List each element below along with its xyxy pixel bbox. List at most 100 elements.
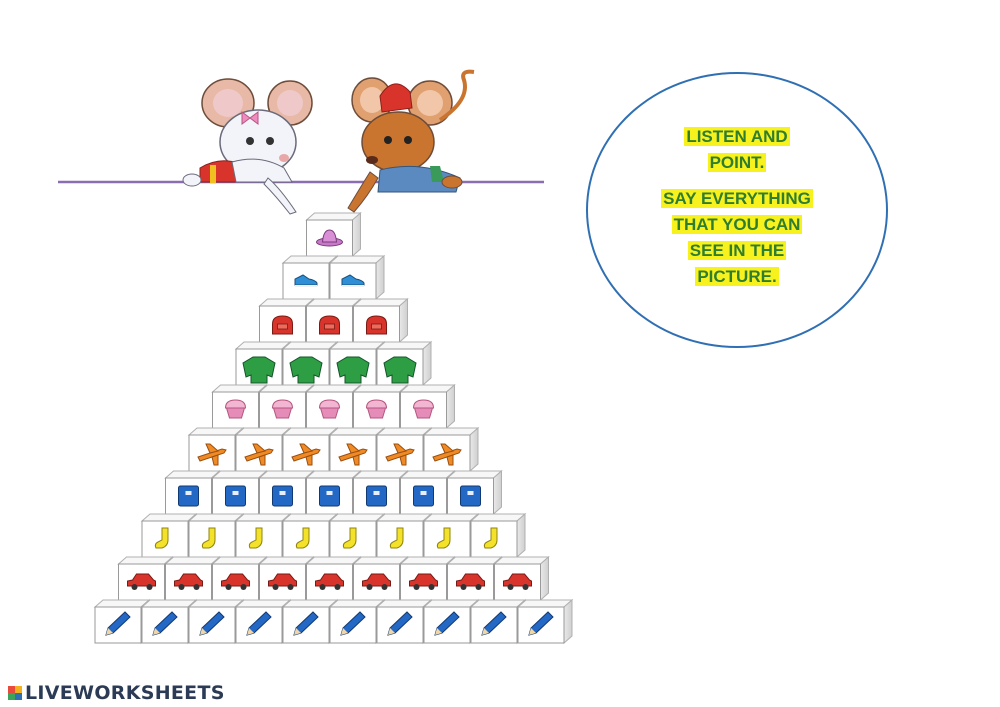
car-icon: [362, 573, 391, 590]
pyramid-block: [516, 598, 574, 645]
liveworksheets-logo: LIVEWORKSHEETS: [8, 682, 225, 704]
sock-icon: [248, 527, 263, 549]
instruction-line: THAT YOU CAN: [588, 212, 886, 238]
pyramid-block: [328, 512, 386, 559]
pyramid-block: [399, 555, 456, 602]
pencil-icon: [152, 611, 178, 636]
airplane-icon: [244, 443, 274, 466]
instructions-circle: LISTEN AND POINT. SAY EVERYTHING THAT YO…: [586, 72, 888, 348]
cupcake-icon: [318, 399, 341, 419]
instruction-line: PICTURE.: [588, 264, 886, 290]
instruction-text: SAY EVERYTHING: [661, 189, 813, 208]
pyramid-block: [469, 598, 527, 645]
pyramid-block: [375, 340, 433, 387]
book-icon: [178, 485, 199, 507]
hat-icon: [316, 229, 343, 247]
instruction-text: THAT YOU CAN: [671, 215, 803, 234]
pyramid-block: [446, 555, 503, 602]
airplane-icon: [291, 443, 321, 466]
book-icon: [413, 485, 434, 507]
pyramid-block: [328, 598, 386, 645]
cupcake-icon: [224, 399, 247, 419]
pyramid-block: [352, 469, 409, 516]
pyramid-block: [164, 555, 221, 602]
pyramid-block: [281, 426, 339, 473]
pyramid-block: [399, 469, 456, 516]
car-icon: [409, 573, 438, 590]
instruction-text: SEE IN THE: [687, 241, 787, 260]
shoe-icon: [294, 274, 318, 287]
car-icon: [268, 573, 297, 590]
car-icon: [315, 573, 344, 590]
pyramid-block: [305, 555, 362, 602]
airplane-icon: [197, 443, 227, 466]
sock-icon: [295, 527, 310, 549]
sweater-icon: [383, 356, 417, 384]
car-icon: [503, 573, 532, 590]
pyramid-block: [258, 297, 315, 344]
pyramid-block: [328, 254, 386, 301]
pyramid-block: [211, 383, 268, 430]
pyramid-block: [164, 469, 221, 516]
pyramid-block: [93, 598, 151, 645]
car-icon: [127, 573, 156, 590]
pyramid-block: [258, 555, 315, 602]
car-icon: [174, 573, 203, 590]
pyramid-block: [352, 555, 409, 602]
shoe-icon: [341, 274, 365, 287]
instruction-line: SEE IN THE: [588, 238, 886, 264]
sock-icon: [436, 527, 451, 549]
pyramid-block: [422, 512, 480, 559]
sock-icon: [389, 527, 404, 549]
pencil-icon: [246, 611, 272, 636]
sock-icon: [342, 527, 357, 549]
pyramid-block: [234, 426, 292, 473]
pyramid-block: [469, 512, 527, 559]
pencil-icon: [434, 611, 460, 636]
airplane-icon: [338, 443, 368, 466]
sock-icon: [483, 527, 498, 549]
book-icon: [225, 485, 246, 507]
pencil-icon: [481, 611, 507, 636]
cupcake-icon: [412, 399, 435, 419]
pyramid-block: [328, 426, 386, 473]
brown-mouse: [347, 69, 475, 213]
pyramid-block: [352, 297, 409, 344]
pyramid-block: [305, 297, 362, 344]
pyramid-block: [187, 512, 245, 559]
book-icon: [272, 485, 293, 507]
sweater-icon: [336, 356, 370, 384]
pyramid-block: [281, 254, 339, 301]
pencil-icon: [340, 611, 366, 636]
car-icon: [456, 573, 485, 590]
pyramid-block: [234, 340, 292, 387]
instruction-text: LISTEN AND: [684, 127, 790, 146]
pyramid-block: [281, 598, 339, 645]
car-icon: [221, 573, 250, 590]
pyramid-block: [140, 512, 198, 559]
instruction-line: POINT.: [588, 150, 886, 176]
logo-icon: [8, 686, 22, 700]
pencil-icon: [105, 611, 131, 636]
pyramid-block: [187, 598, 245, 645]
pyramid-block: [117, 555, 174, 602]
pyramid-block: [422, 426, 480, 473]
pyramid-block: [281, 512, 339, 559]
pencil-icon: [293, 611, 319, 636]
instruction-text: POINT.: [707, 153, 767, 172]
airplane-icon: [432, 443, 462, 466]
sweater-icon: [289, 356, 323, 384]
pyramid-block: [493, 555, 550, 602]
sock-icon: [201, 527, 216, 549]
pyramid-block: [234, 598, 292, 645]
book-icon: [460, 485, 481, 507]
white-mouse: [182, 78, 313, 215]
book-icon: [319, 485, 340, 507]
pyramid-block: [211, 555, 268, 602]
sweater-icon: [242, 356, 276, 384]
bag-icon: [272, 315, 293, 335]
book-icon: [366, 485, 387, 507]
instruction-line: SAY EVERYTHING: [588, 186, 886, 212]
block-pyramid: [93, 211, 574, 645]
pencil-icon: [528, 611, 554, 636]
